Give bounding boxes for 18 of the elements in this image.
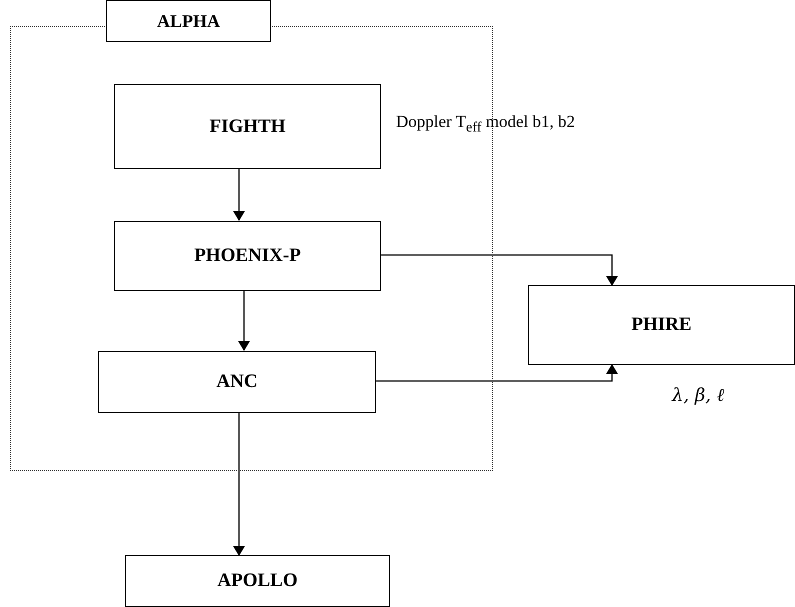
group-title: ALPHA [106,0,271,42]
arrow [238,290,250,351]
arrow [233,168,245,221]
node-label: ANC [216,371,258,393]
process-box [98,351,376,413]
process-box [114,221,381,291]
arrow [375,364,618,382]
node-label: PHIRE [631,314,692,336]
process-box [125,555,390,607]
process-box [114,84,381,169]
annotation-text: Doppler T$_{eff}$ model b1, b2 [396,112,576,136]
node-label: APOLLO [217,570,298,592]
node-label: FIGHTH [209,116,286,138]
node-label: PHOENIX-P [194,245,301,267]
arrow [233,412,245,556]
arrow [380,254,618,286]
process-box [528,285,795,365]
parameter-note: λ, β, ℓ [672,385,724,406]
